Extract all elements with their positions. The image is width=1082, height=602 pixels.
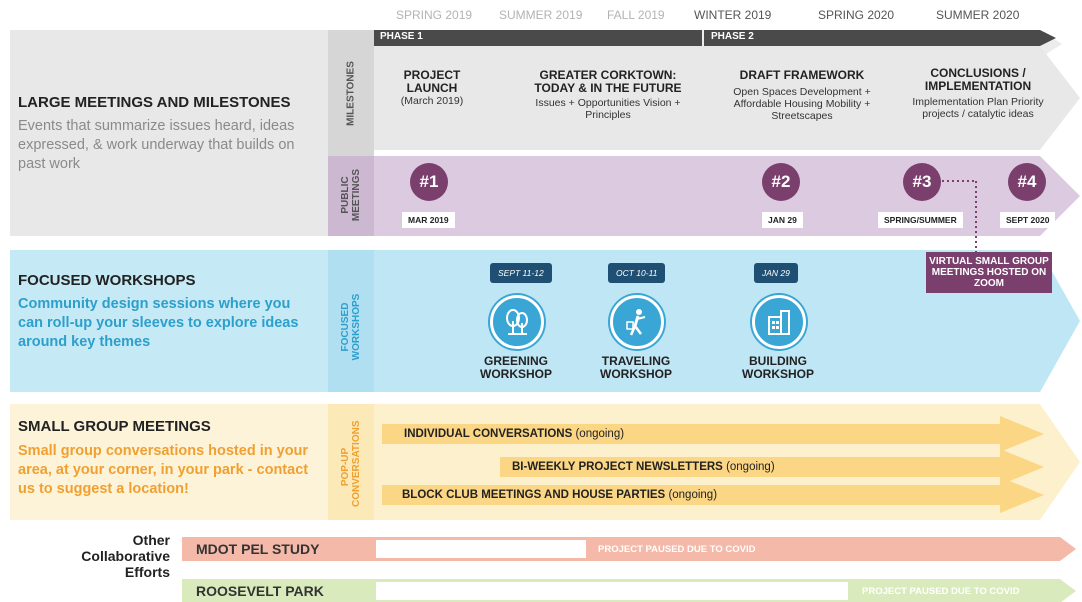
season-fall-2019: FALL 2019	[607, 8, 665, 22]
milestone-title: CONCLUSIONS / IMPLEMENTATION	[924, 66, 1032, 93]
milestone-sub: Issues + Opportunities Vision + Principl…	[535, 97, 681, 121]
public-meeting-4-badge: #4	[1008, 163, 1046, 201]
item-label: BLOCK CLUB MEETINGS AND HOUSE PARTIES	[402, 489, 666, 501]
other-efforts-title: Other Collaborative Efforts	[81, 532, 170, 580]
block-club-arrow	[382, 477, 1044, 513]
public-meeting-2-badge: #2	[762, 163, 800, 201]
small-group-side	[328, 404, 374, 520]
small-group-panel	[10, 404, 328, 520]
workshops-arrow	[374, 250, 1080, 392]
mdot-active-period	[376, 540, 586, 558]
milestone-title: PROJECT LAUNCH	[403, 68, 461, 95]
small-group-description: Small group conversations hosted in your…	[18, 443, 309, 497]
milestone-sub: Open Spaces Development + Affordable Hou…	[733, 86, 871, 122]
traveling-date: OCT 10-11	[608, 263, 666, 283]
newsletters-arrow	[500, 449, 1044, 485]
large-meetings-panel	[10, 30, 328, 236]
large-meetings-description: Events that summarize issues heard, idea…	[18, 118, 295, 172]
item-note: (ongoing)	[668, 489, 718, 501]
milestones-label: MILESTONES	[345, 61, 357, 126]
greening-date: SEPT 11-12	[490, 263, 552, 283]
phase1-label: PHASE 1	[380, 31, 423, 42]
roosevelt-active-period	[376, 582, 848, 600]
public-meetings-label: PUBLIC MEETINGS	[340, 168, 362, 222]
milestone-sub: (March 2019)	[400, 95, 464, 107]
milestone-greater-corktown: GREATER CORKTOWN: TODAY & IN THE FUTURE …	[528, 68, 688, 122]
mdot-pel-study-label: MDOT PEL STUDY	[196, 541, 320, 557]
block-club-label: BLOCK CLUB MEETINGS AND HOUSE PARTIES (o…	[402, 489, 717, 501]
small-group-title: SMALL GROUP MEETINGS	[18, 418, 211, 435]
building-date: JAN 29	[754, 263, 798, 283]
public-meeting-1-badge: #1	[410, 163, 448, 201]
milestone-conclusions: CONCLUSIONS / IMPLEMENTATION Implementat…	[898, 66, 1058, 121]
individual-conversations-arrow	[382, 416, 1044, 452]
popup-side-label: POP-UP CONVERSATIONS	[340, 420, 362, 508]
phase2-bar	[704, 30, 1056, 46]
virtual-meetings-note: VIRTUAL SMALL GROUP MEETINGS HOSTED ON Z…	[926, 252, 1052, 293]
traveling-workshop-label: TRAVELING WORKSHOP	[600, 354, 672, 381]
public-meeting-4-date: SEPT 2020	[1000, 212, 1056, 228]
public-meeting-1-date: MAR 2019	[402, 212, 455, 228]
walking-person-icon	[610, 295, 664, 349]
building-workshop-label: BUILDING WORKSHOP	[742, 354, 814, 381]
season-summer-2019: SUMMER 2019	[499, 8, 583, 22]
building-icon	[752, 295, 806, 349]
workshops-side	[328, 250, 374, 392]
newsletters-label: BI-WEEKLY PROJECT NEWSLETTERS (ongoing)	[512, 461, 775, 473]
item-label: INDIVIDUAL CONVERSATIONS	[404, 428, 573, 440]
workshops-description: Community design sessions where you can …	[18, 296, 299, 350]
season-winter-2019: WINTER 2019	[694, 8, 772, 22]
roosevelt-park-label: ROOSEVELT PARK	[196, 583, 324, 599]
public-meeting-3-date: SPRING/SUMMER	[878, 212, 963, 228]
public-meetings-arrow	[374, 156, 1080, 236]
milestone-title: DRAFT FRAMEWORK	[739, 68, 865, 82]
workshops-side-label: FOCUSED WORKSHOPS	[340, 293, 362, 361]
item-label: BI-WEEKLY PROJECT NEWSLETTERS	[512, 461, 723, 473]
milestone-draft-framework: DRAFT FRAMEWORK Open Spaces Development …	[722, 68, 882, 123]
large-meetings-title: LARGE MEETINGS AND MILESTONES	[18, 94, 291, 111]
greening-workshop-label: GREENING WORKSHOP	[480, 354, 552, 381]
season-summer-2020: SUMMER 2020	[936, 8, 1020, 22]
phase1-bar	[374, 30, 702, 46]
milestone-title: GREATER CORKTOWN: TODAY & IN THE FUTURE	[534, 68, 682, 95]
phase2-label: PHASE 2	[711, 31, 754, 42]
workshops-panel	[10, 250, 328, 392]
public-meetings-side	[328, 156, 374, 236]
item-note: (ongoing)	[726, 461, 775, 473]
milestone-project-launch: PROJECT LAUNCH (March 2019)	[392, 68, 472, 108]
individual-conversations-label: INDIVIDUAL CONVERSATIONS (ongoing)	[404, 428, 624, 440]
workshops-title: FOCUSED WORKSHOPS	[18, 272, 196, 289]
public-meeting-2-date: JAN 29	[762, 212, 803, 228]
roosevelt-paused-label: PROJECT PAUSED DUE TO COVID	[862, 586, 1020, 597]
season-spring-2020: SPRING 2020	[818, 8, 895, 22]
season-spring-2019: SPRING 2019	[396, 8, 473, 22]
public-meeting-3-badge: #3	[903, 163, 941, 201]
tree-icon	[490, 295, 544, 349]
milestone-sub: Implementation Plan Priority projects / …	[912, 96, 1044, 120]
mdot-paused-label: PROJECT PAUSED DUE TO COVID	[598, 544, 756, 555]
item-note: (ongoing)	[575, 428, 625, 440]
milestones-arrow	[374, 46, 1080, 150]
